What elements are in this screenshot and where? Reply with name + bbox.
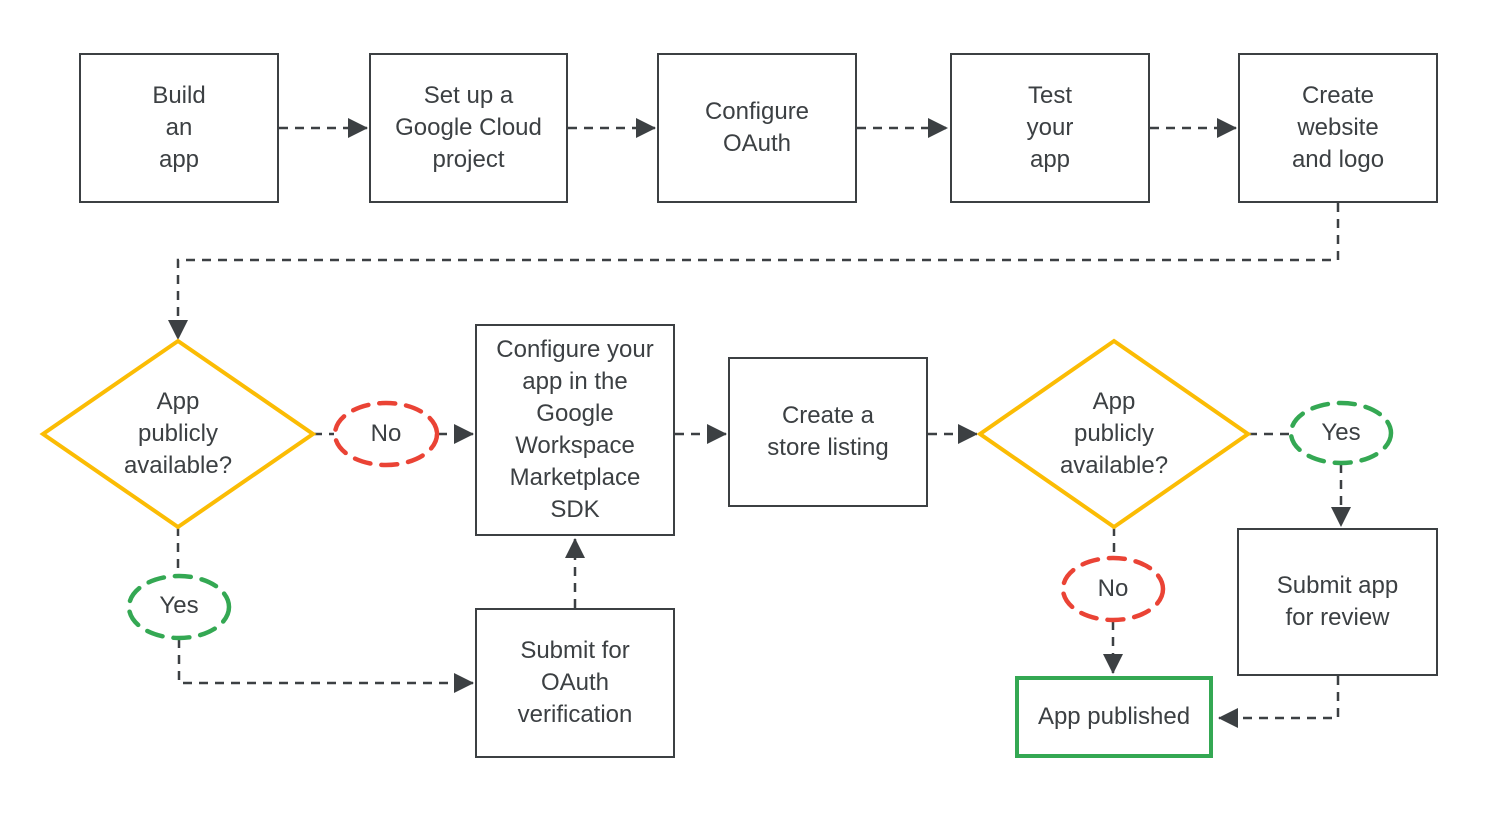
node-test-your-app: Test your app	[950, 53, 1150, 203]
edge-label-yes-right: Yes	[1321, 419, 1361, 446]
node-configure-app-in-marketplace-sdk: Configure your app in the Google Workspa…	[475, 324, 675, 536]
node-submit-app-for-review: Submit app for review	[1237, 528, 1438, 676]
connector-group	[168, 118, 1351, 728]
node-create-website-and-logo: Create website and logo	[1238, 53, 1438, 203]
edge-label-yes-left: Yes	[159, 592, 199, 619]
connector-submit-review-to-app-published	[1218, 676, 1340, 728]
node-build-an-app: Build an app	[79, 53, 279, 203]
decision-label-app-publicly-available-left: App publicly available?	[123, 388, 233, 479]
node-submit-for-oauth-verification: Submit for OAuth verification	[475, 608, 675, 758]
node-create-store-listing: Create a store listing	[728, 357, 928, 507]
yes-ellipse-left	[126, 573, 232, 641]
node-set-up-google-cloud-project: Set up a Google Cloud project	[369, 53, 568, 203]
no-ellipse-right	[1060, 555, 1166, 623]
decision-diamond-left	[39, 338, 317, 530]
edge-label-no-right: No	[1097, 575, 1129, 602]
node-configure-oauth: Configure OAuth	[657, 53, 857, 203]
decision-label-app-publicly-available-right: App publicly available?	[1059, 388, 1169, 479]
yes-ellipse-right	[1288, 400, 1394, 466]
connector-website-to-decision-left	[168, 203, 1340, 340]
node-app-published: App published	[1015, 676, 1213, 758]
edge-label-no-left: No	[370, 420, 402, 447]
no-ellipse-left	[332, 400, 440, 468]
decision-diamond-right	[976, 338, 1252, 530]
connector-yes-to-oauth-verification	[177, 639, 474, 693]
